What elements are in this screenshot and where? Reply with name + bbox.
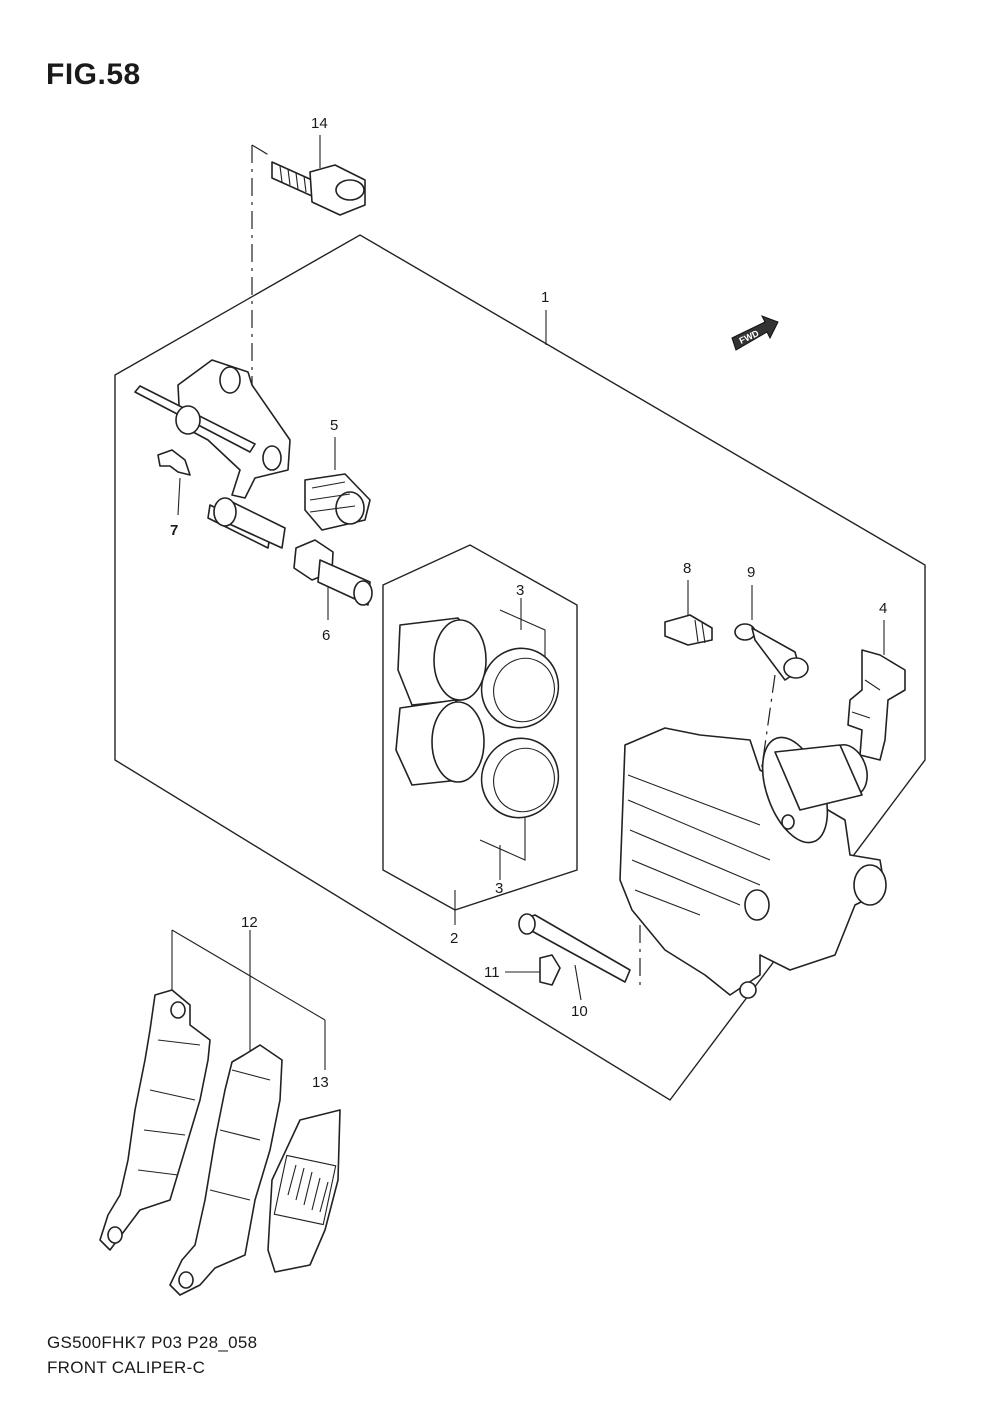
part-3-seals	[480, 647, 560, 819]
figure-name: FRONT CALIPER-C	[47, 1358, 206, 1377]
callout-3-lower: 3	[495, 880, 503, 897]
callout-9: 9	[747, 564, 755, 581]
assembly-frame	[114, 234, 926, 1101]
piston-group-frame	[382, 544, 578, 911]
part-13-shim	[267, 1109, 341, 1273]
callout-5: 5	[330, 417, 338, 434]
callout-11: 11	[484, 964, 500, 981]
part-10-pad-pin	[518, 913, 631, 983]
callout-1: 1	[541, 289, 549, 306]
part-8-bleeder	[664, 614, 713, 646]
part-12-brake-pad-rear	[169, 1044, 283, 1296]
centre-lines	[251, 144, 776, 990]
fwd-arrow-icon: FWD	[731, 315, 779, 351]
part-12-brake-pad	[99, 989, 211, 1251]
callout-7: 7	[170, 522, 178, 539]
part-6-pin	[293, 539, 373, 606]
callout-10: 10	[571, 1003, 588, 1020]
part-4-pad-spring	[847, 649, 906, 761]
part-9-cap	[734, 623, 809, 681]
caliper-bracket	[134, 359, 291, 549]
figure-footer: GS500FHK7 P03 P28_058 FRONT CALIPER-C	[47, 1330, 257, 1380]
callout-4: 4	[879, 600, 887, 617]
part-7-clip	[157, 449, 191, 476]
callout-12: 12	[241, 914, 258, 931]
figure-title: FIG.58	[46, 58, 141, 91]
callout-2: 2	[450, 930, 458, 947]
callout-6: 6	[322, 627, 330, 644]
part-5-boot	[304, 473, 371, 531]
callout-13: 13	[312, 1074, 329, 1091]
part-2-pistons	[395, 617, 487, 786]
callout-3-upper: 3	[516, 582, 524, 599]
callout-labels: 14 1 5 7 6 3 3 2 8 9 4 11 10 12 13	[170, 115, 887, 1091]
callout-8: 8	[683, 560, 691, 577]
caliper-body	[619, 727, 887, 999]
part-11-clip	[539, 954, 561, 986]
part-14-bolt	[271, 161, 366, 216]
model-code: GS500FHK7 P03 P28_058	[47, 1333, 258, 1352]
callout-14: 14	[311, 115, 328, 132]
